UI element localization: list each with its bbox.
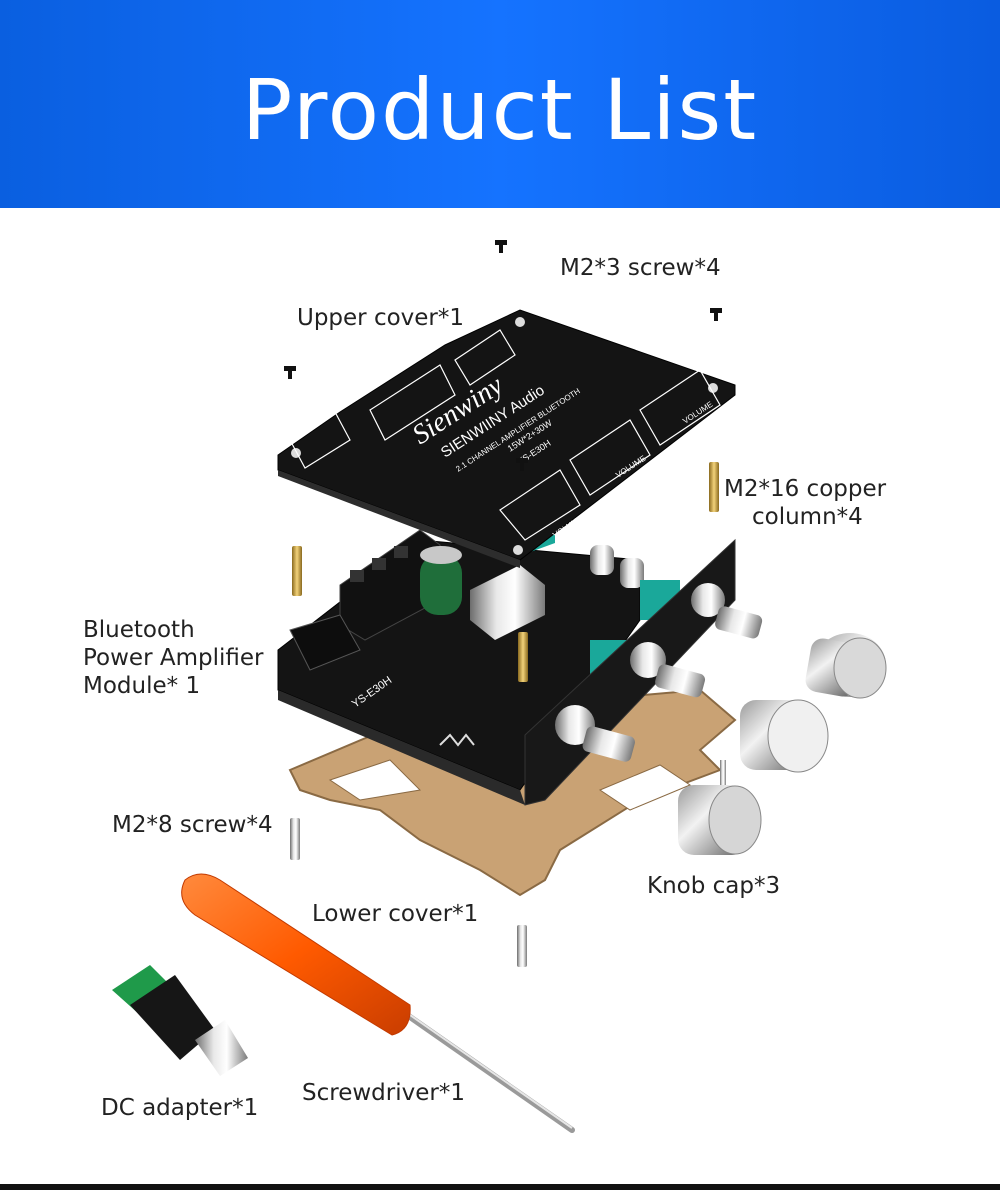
screwdriver xyxy=(181,873,575,1133)
module-label-2: Power Amplifier xyxy=(83,645,264,671)
title-banner: Product List xyxy=(0,0,1000,208)
dc-adapter-label: DC adapter*1 xyxy=(101,1095,259,1121)
upper-cover-label: Upper cover*1 xyxy=(297,305,465,331)
copper-column-label-1: M2*16 copper xyxy=(724,476,887,502)
m2x3-screw-label: M2*3 screw*4 xyxy=(560,255,721,281)
knob-caps xyxy=(678,633,887,855)
product-scene: YS-E30H Sienwiny SIENWIINY Audio 2.1 CHA… xyxy=(0,208,1000,1190)
module-label-3: Module* 1 xyxy=(83,673,201,699)
page-title: Product List xyxy=(241,61,759,159)
lower-cover-label: Lower cover*1 xyxy=(312,901,479,927)
knob-cap-label: Knob cap*3 xyxy=(647,873,781,899)
copper-columns xyxy=(292,462,719,682)
bottom-divider xyxy=(0,1184,1000,1190)
m2x8-screws xyxy=(290,760,726,967)
m2x8-screw-label: M2*8 screw*4 xyxy=(112,812,273,838)
copper-column-label-2: column*4 xyxy=(752,504,863,530)
upper-cover: Sienwiny SIENWIINY Audio 2.1 CHANNEL AMP… xyxy=(277,309,736,568)
module-label-1: Bluetooth xyxy=(83,617,195,643)
m2x3-screws xyxy=(284,240,722,471)
dc-adapter xyxy=(112,965,248,1076)
screwdriver-label: Screwdriver*1 xyxy=(302,1080,465,1106)
